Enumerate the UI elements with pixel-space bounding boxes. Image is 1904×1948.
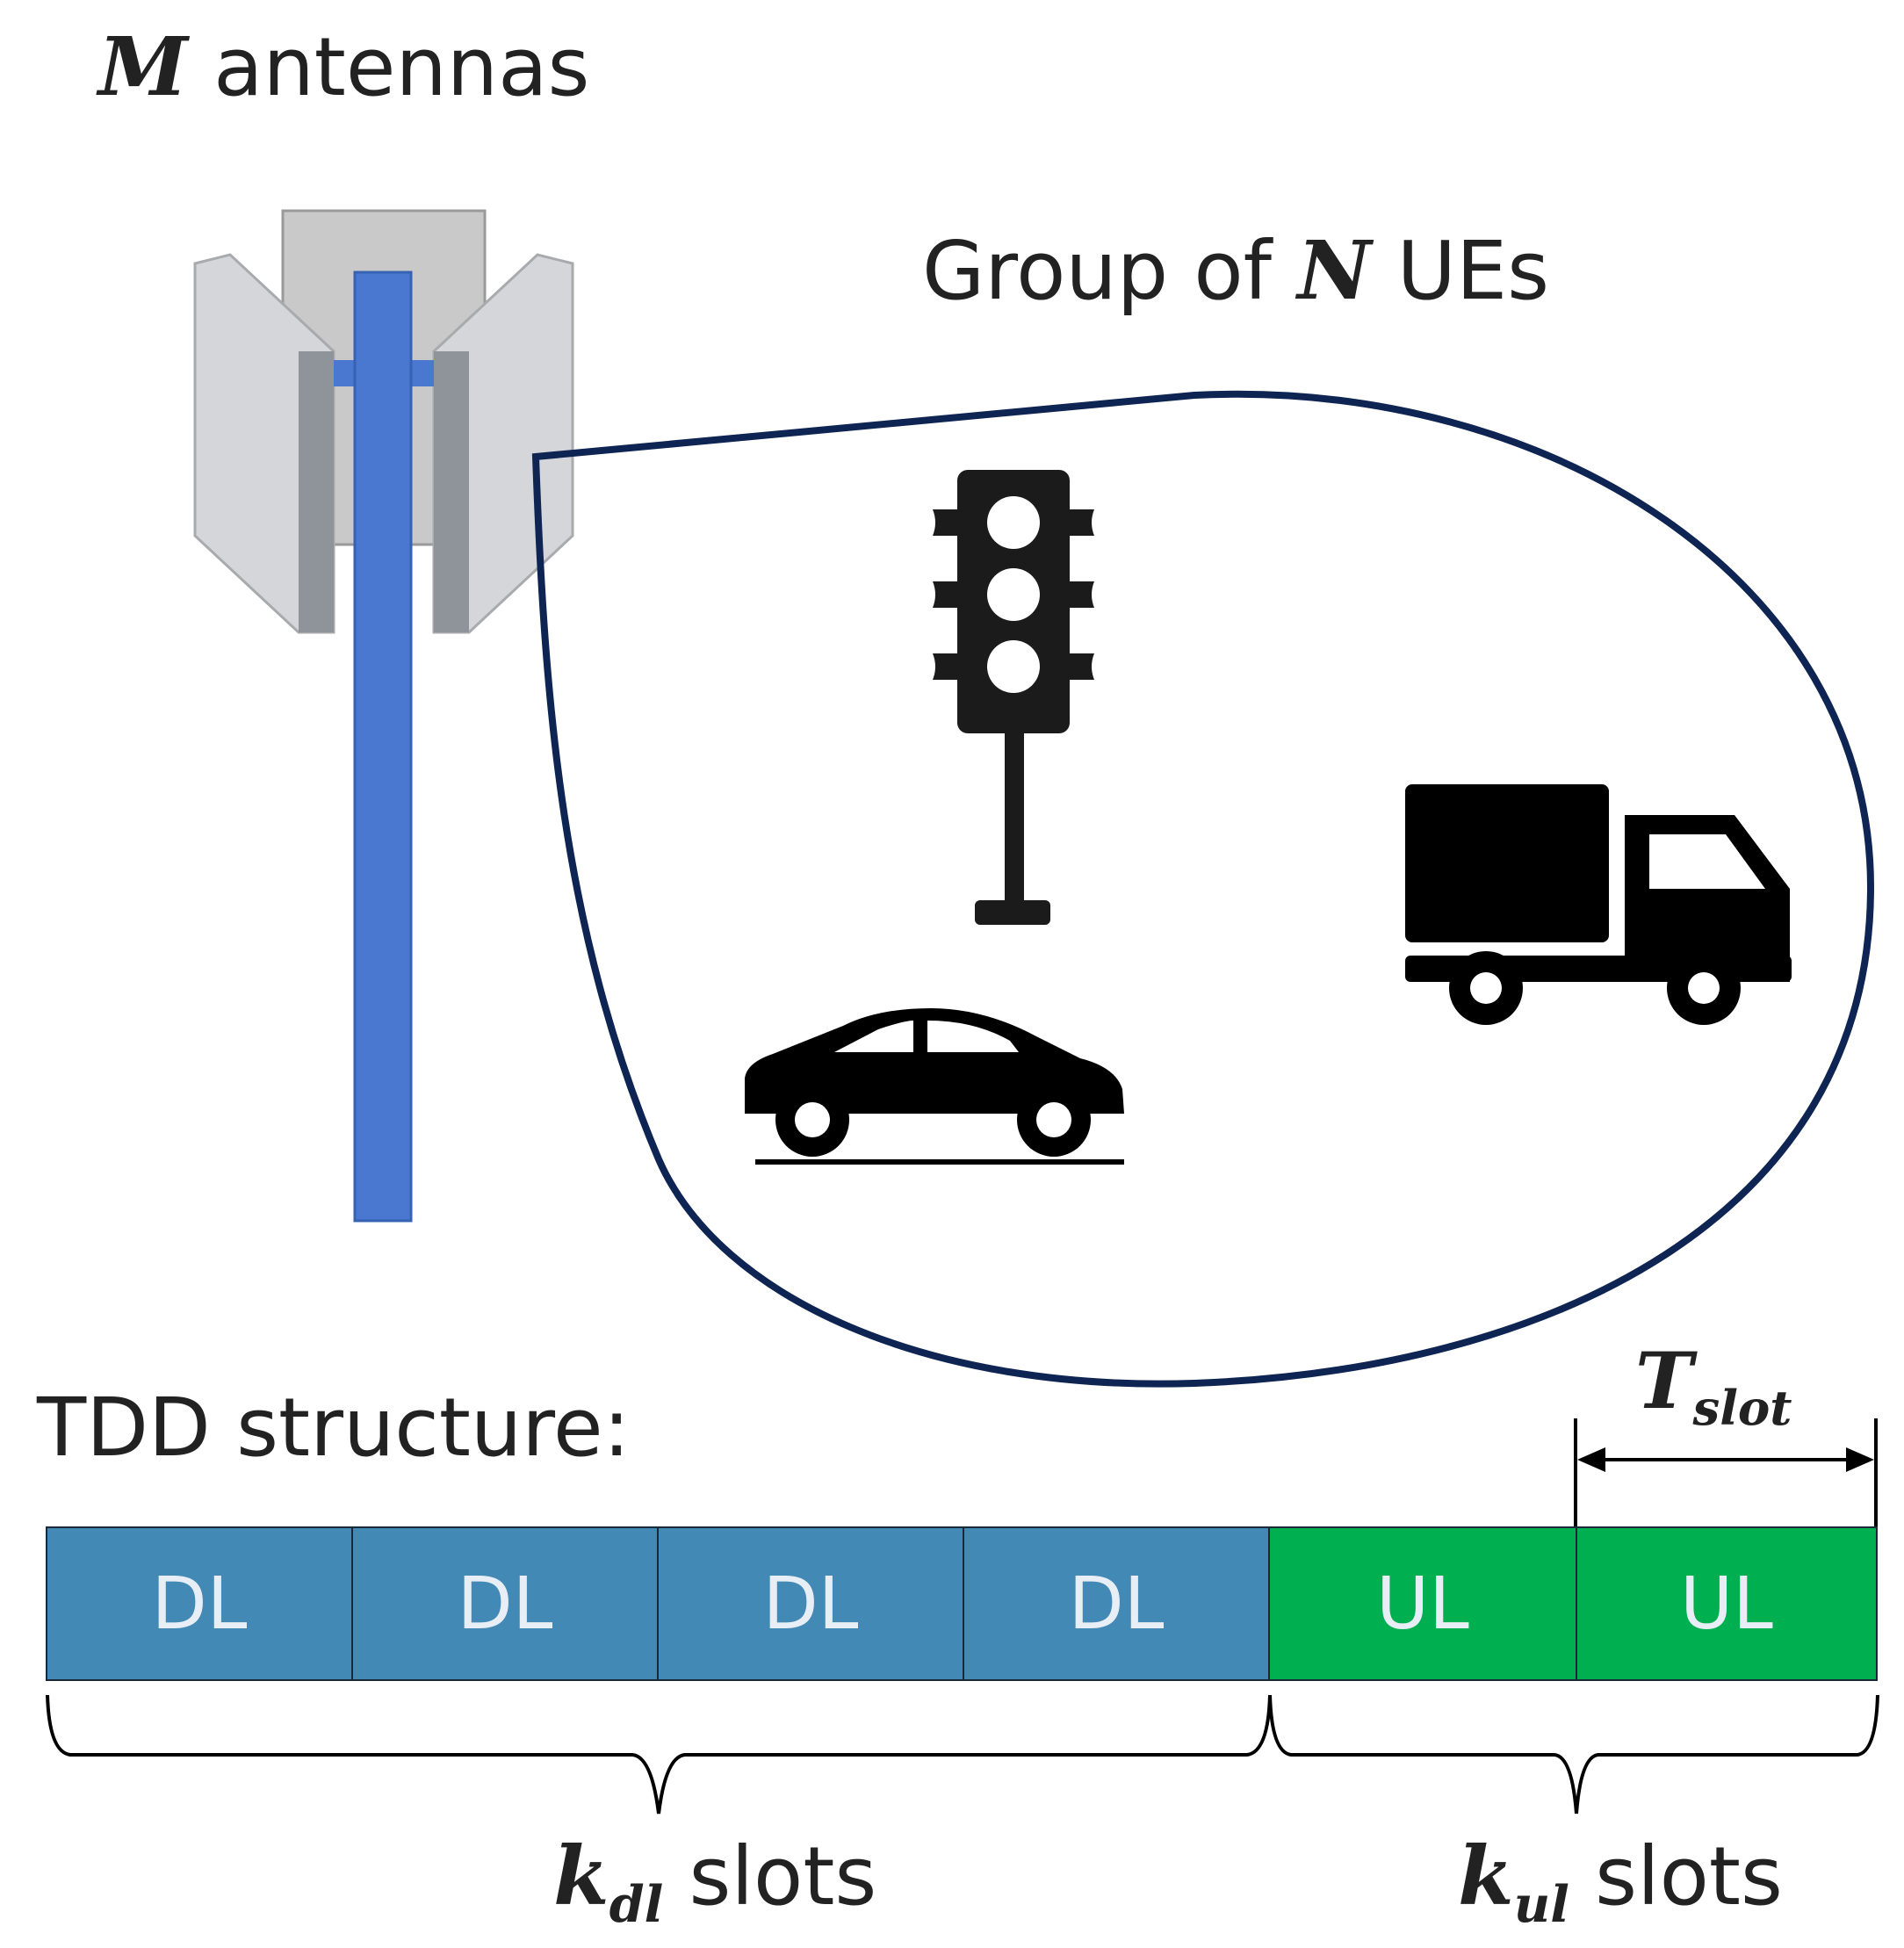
tslot-sub: slot: [1692, 1380, 1792, 1437]
kul-slots-label: kul slots: [1458, 1836, 1783, 1930]
cell-tower-icon: [193, 209, 574, 1223]
antennas-text: antennas: [187, 20, 590, 114]
kdl-text: slots: [663, 1829, 877, 1923]
group-suffix: UEs: [1371, 224, 1550, 318]
car-icon: [745, 1008, 1124, 1165]
slot-ul-1: UL: [1268, 1526, 1577, 1681]
traffic-light-icon: [933, 470, 1094, 925]
tdd-structure-label: TDD structure:: [37, 1381, 631, 1475]
m-variable: M: [98, 19, 188, 114]
slot-dl-2: DL: [351, 1526, 659, 1681]
slot-dl-3: DL: [657, 1526, 964, 1681]
group-prefix: Group of: [922, 224, 1298, 318]
slot-dl-1: DL: [46, 1526, 353, 1681]
slot-dl-4: DL: [963, 1526, 1270, 1681]
kul-var: k: [1458, 1829, 1514, 1923]
tslot-var: T: [1635, 1335, 1693, 1426]
kdl-var: k: [553, 1829, 609, 1923]
kul-text: slots: [1569, 1829, 1783, 1923]
kul-brace: [1268, 1694, 1879, 1815]
truck-icon: [1405, 784, 1792, 1025]
kdl-sub: dl: [609, 1874, 664, 1934]
slot-ul-2: UL: [1576, 1526, 1878, 1681]
tslot-label: Tslot: [1635, 1342, 1792, 1432]
m-antennas-label: M antennas: [98, 26, 589, 108]
kdl-brace: [46, 1694, 1272, 1815]
kdl-slots-label: kdl slots: [553, 1836, 876, 1930]
ue-group-outline: [531, 390, 1875, 1388]
kul-sub: ul: [1513, 1874, 1569, 1934]
ue-group-label: Group of N UEs: [922, 230, 1549, 312]
n-variable: N: [1297, 223, 1372, 318]
